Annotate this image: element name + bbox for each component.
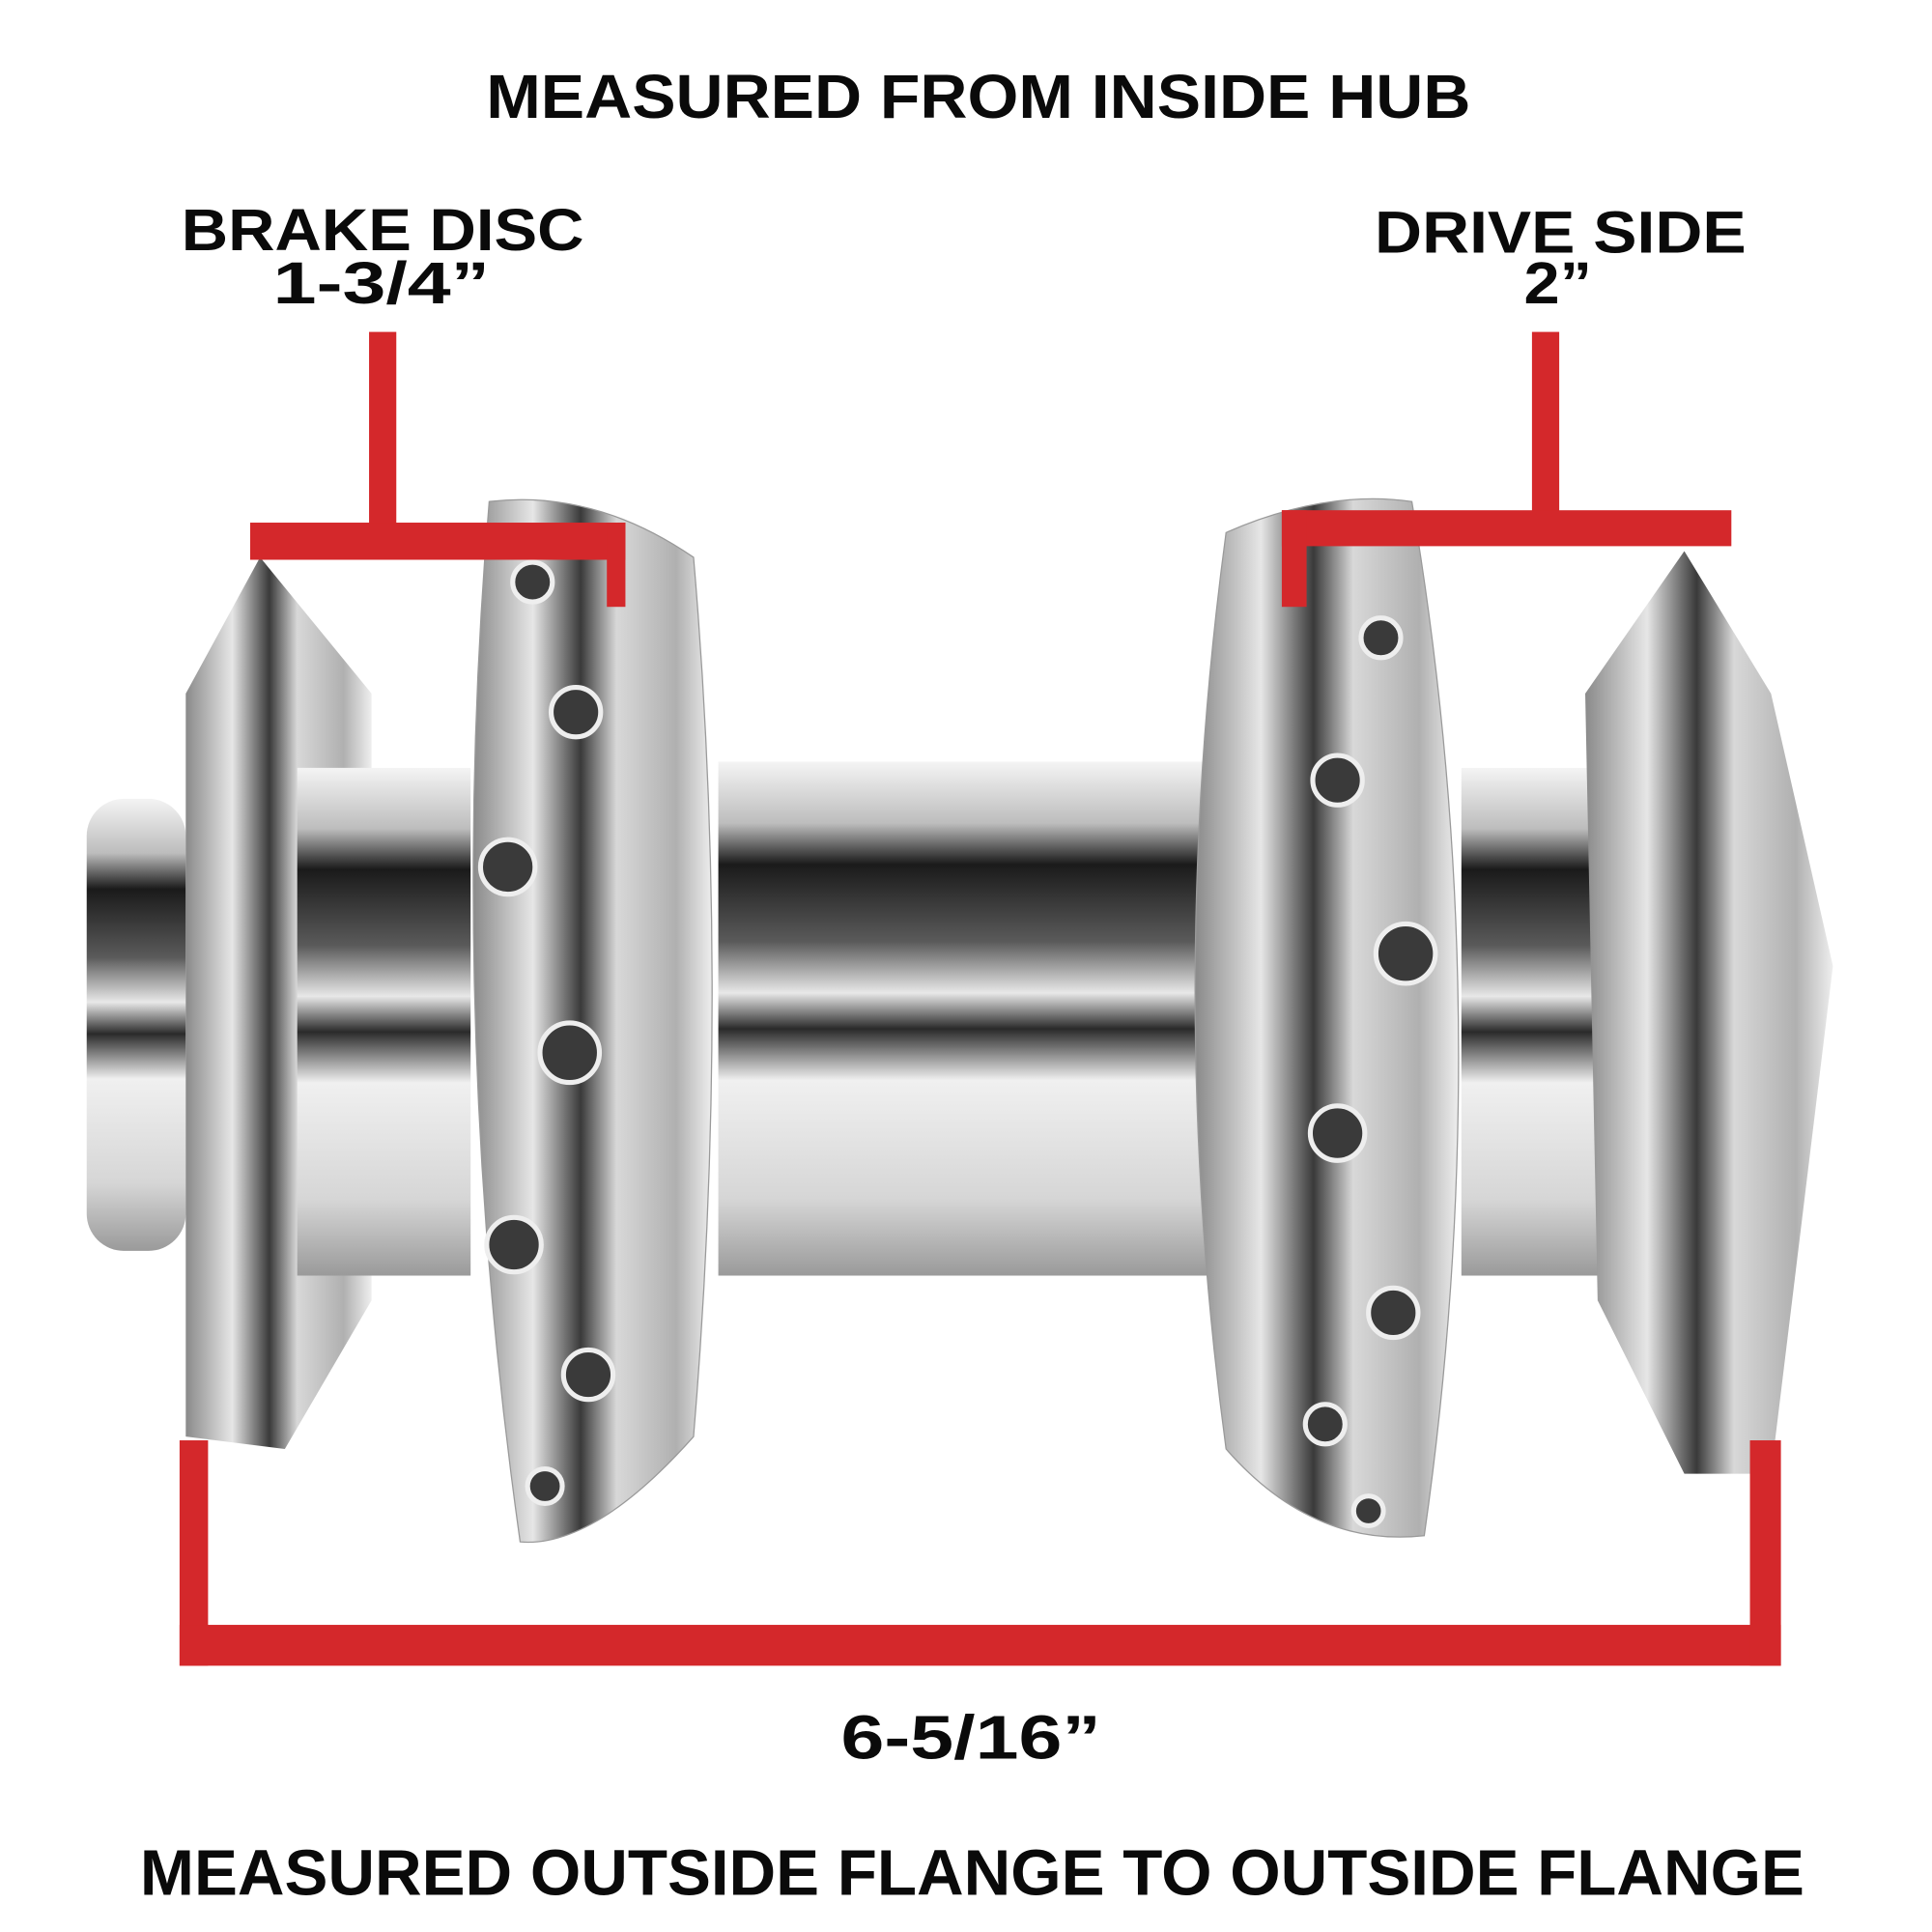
footer-caption: MEASURED OUTSIDE FLANGE TO OUTSIDE FLANG…	[140, 1838, 1804, 1910]
brake-disc-measurement: 1-3/4”	[273, 250, 490, 317]
spoke-holes	[477, 559, 1438, 1529]
drive-side-bracket	[1281, 331, 1732, 608]
overall-measurement: 6-5/16”	[841, 1703, 1101, 1773]
drive-side-measurement: 2”	[1524, 250, 1593, 317]
chrome-hub-image	[86, 497, 1833, 1544]
hub-left-flange	[472, 498, 713, 1544]
drive-side-label: DRIVE SIDE	[1375, 200, 1747, 267]
hub-right-flange	[1194, 497, 1460, 1538]
hub-left-spacer	[86, 798, 186, 1251]
hub-right-end-plate	[1585, 551, 1833, 1474]
hub-center-tube	[718, 761, 1214, 1276]
brake-disc-label: BRAKE DISC	[182, 197, 584, 264]
page-title: MEASURED FROM INSIDE HUB	[486, 62, 1470, 131]
overall-width-bracket	[179, 1440, 1781, 1666]
brake-side-bracket	[249, 331, 626, 608]
hub-left-bearing	[297, 767, 471, 1276]
